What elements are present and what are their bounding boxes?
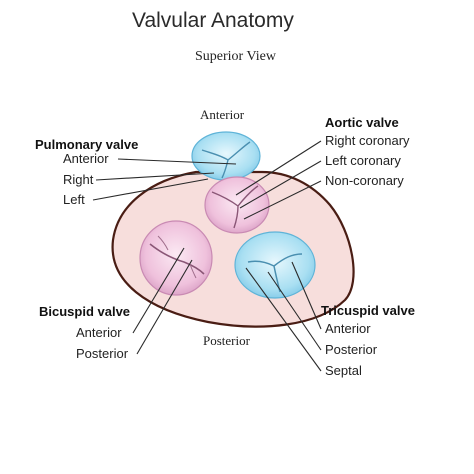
aortic-left-coronary-label: Left coronary xyxy=(325,153,401,168)
orientation-anterior-label: Anterior xyxy=(200,107,245,122)
page-subtitle: Superior View xyxy=(195,49,276,64)
bicuspid-valve-shape xyxy=(139,220,213,296)
leader-pulmonary-anterior xyxy=(117,158,237,165)
tricuspid-valve-shape xyxy=(234,231,316,299)
leader-aortic-non-coronary xyxy=(243,180,322,220)
bicuspid-anterior-label: Anterior xyxy=(76,325,122,340)
tricuspid-anterior-label: Anterior xyxy=(325,321,371,336)
aortic-valve-shape xyxy=(204,176,270,234)
leader-lines xyxy=(92,140,322,372)
leader-bicuspid-posterior xyxy=(136,259,193,355)
pulmonary-right-label: Right xyxy=(63,172,94,187)
page-title: Valvular Anatomy xyxy=(132,9,294,32)
tricuspid-septal-label: Septal xyxy=(325,363,362,378)
leader-tricuspid-posterior xyxy=(267,271,322,351)
bicuspid-posterior-label: Posterior xyxy=(76,346,129,361)
leader-pulmonary-left xyxy=(92,178,209,201)
pulmonary-valve-shape xyxy=(191,131,261,181)
pulmonary-anterior-label: Anterior xyxy=(63,151,109,166)
leader-aortic-right-coronary xyxy=(235,140,322,196)
leader-pulmonary-right xyxy=(95,172,215,181)
tricuspid-valve-heading: Tricuspid valve xyxy=(321,303,415,318)
leader-aortic-left-coronary xyxy=(239,160,322,209)
tricuspid-posterior-label: Posterior xyxy=(325,342,378,357)
bicuspid-valve-heading: Bicuspid valve xyxy=(39,304,131,319)
pulmonary-left-label: Left xyxy=(63,192,85,207)
pulmonary-valve-heading: Pulmonary valve xyxy=(35,137,139,152)
leader-tricuspid-anterior xyxy=(291,261,322,330)
aortic-non-coronary-label: Non-coronary xyxy=(325,173,404,188)
leader-tricuspid-septal xyxy=(245,267,322,372)
leader-bicuspid-anterior xyxy=(132,247,185,334)
aortic-valve-heading: Aortic valve xyxy=(325,115,399,130)
orientation-posterior-label: Posterior xyxy=(203,333,250,348)
aortic-right-coronary-label: Right coronary xyxy=(325,133,410,148)
